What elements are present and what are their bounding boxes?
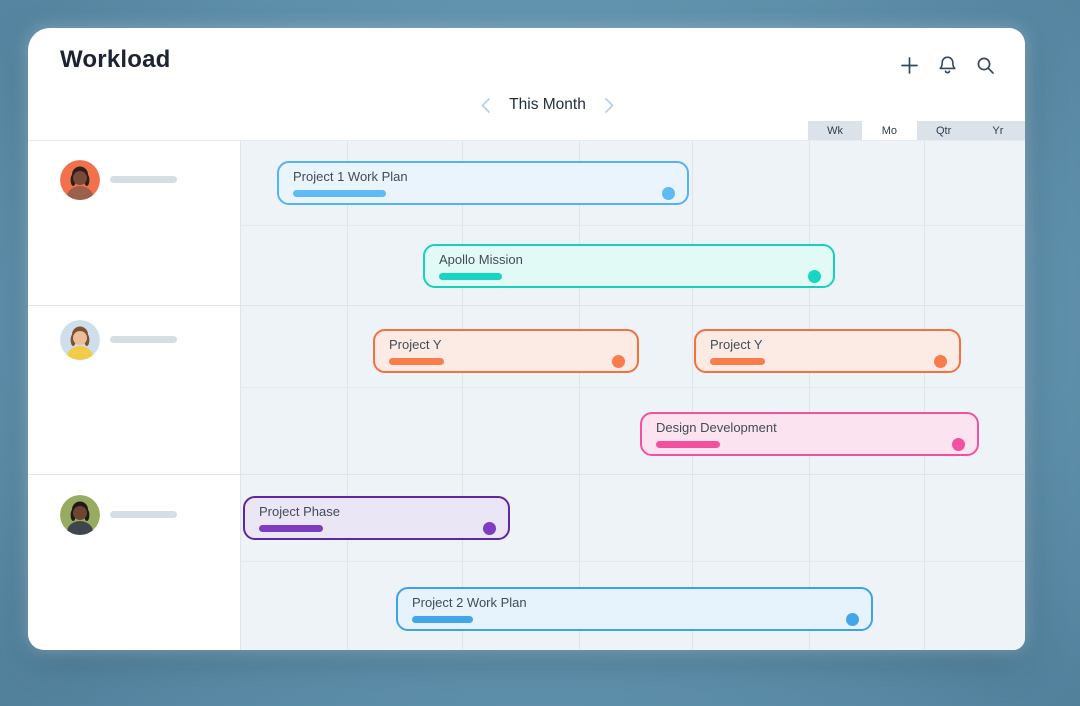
task-label: Project Y [389, 337, 442, 352]
task-label: Project 1 Work Plan [293, 169, 408, 184]
grid-row-line [240, 561, 1025, 562]
task-progress-bar [439, 273, 502, 280]
workload-window: Workload This Month Wk Mo Qtr Yr [28, 28, 1025, 650]
task-label: Apollo Mission [439, 252, 523, 267]
previous-period-button[interactable] [480, 97, 491, 114]
user-name-placeholder [110, 336, 177, 343]
grid-column-line [924, 141, 925, 650]
task-progress-bar [656, 441, 720, 448]
grid-group-line [28, 305, 1025, 306]
page-title: Workload [60, 46, 171, 73]
grid-column-line [579, 141, 580, 650]
grid-column-line [462, 141, 463, 650]
user-row [28, 495, 240, 535]
user-avatar [60, 160, 100, 200]
user-name-placeholder [110, 511, 177, 518]
timeline-background [240, 141, 1025, 650]
grid-column-line [240, 141, 241, 650]
user-row [28, 160, 240, 200]
timescale-option-wk[interactable]: Wk [827, 124, 844, 137]
header-actions [898, 53, 997, 77]
next-period-button[interactable] [604, 97, 615, 114]
task-label: Project Y [710, 337, 763, 352]
task-end-dot[interactable] [934, 355, 947, 368]
task-bar[interactable]: Design Development [640, 412, 979, 456]
task-end-dot[interactable] [846, 613, 859, 626]
grid-column-line [692, 141, 693, 650]
grid-row-line [240, 387, 1025, 388]
task-bar[interactable]: Project Y [373, 329, 639, 373]
period-navigation: This Month [49, 96, 1025, 114]
grid-column-line [347, 141, 348, 650]
timescale-option-mo[interactable]: Mo [862, 121, 917, 140]
task-bar[interactable]: Project Phase [243, 496, 510, 540]
user-name-placeholder [110, 176, 177, 183]
grid-column-line [809, 141, 810, 650]
timescale-toggle: Wk Mo Qtr Yr [808, 121, 1025, 140]
task-progress-bar [389, 358, 444, 365]
bell-icon[interactable] [936, 53, 959, 77]
task-label: Design Development [656, 420, 777, 435]
task-label: Project Phase [259, 504, 340, 519]
task-bar[interactable]: Project 2 Work Plan [396, 587, 873, 631]
task-end-dot[interactable] [662, 187, 675, 200]
task-progress-bar [412, 616, 473, 623]
search-icon[interactable] [974, 54, 997, 77]
user-avatar [60, 495, 100, 535]
task-end-dot[interactable] [612, 355, 625, 368]
task-end-dot[interactable] [483, 522, 496, 535]
timescale-option-yr[interactable]: Yr [992, 124, 1004, 137]
user-row [28, 320, 240, 360]
timescale-option-qtr[interactable]: Qtr [935, 124, 952, 137]
task-bar[interactable]: Project Y [694, 329, 961, 373]
grid-row-line [240, 225, 1025, 226]
task-end-dot[interactable] [808, 270, 821, 283]
task-end-dot[interactable] [952, 438, 965, 451]
task-progress-bar [259, 525, 323, 532]
task-label: Project 2 Work Plan [412, 595, 527, 610]
task-progress-bar [710, 358, 765, 365]
plus-icon[interactable] [898, 54, 921, 77]
grid-group-line [28, 474, 1025, 475]
task-progress-bar [293, 190, 386, 197]
task-bar[interactable]: Apollo Mission [423, 244, 835, 288]
task-bar[interactable]: Project 1 Work Plan [277, 161, 689, 205]
user-avatar [60, 320, 100, 360]
period-label: This Month [509, 96, 586, 113]
